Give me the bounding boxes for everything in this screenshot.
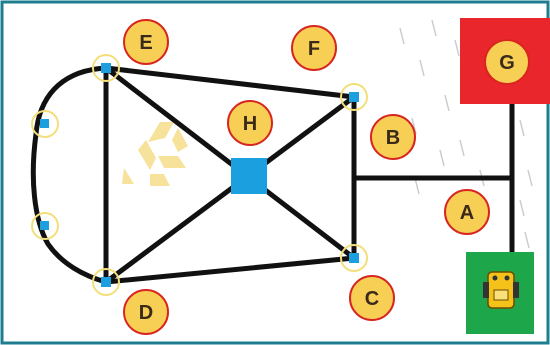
svg-text:B: B: [386, 127, 400, 149]
label-g: G: [484, 39, 530, 85]
node-markers: [40, 63, 359, 287]
start-zone: [466, 252, 534, 334]
label-h: H: [227, 100, 273, 146]
svg-text:A: A: [460, 202, 474, 224]
svg-text:D: D: [139, 302, 153, 324]
label-f: F: [291, 25, 337, 71]
robot-icon: [483, 271, 519, 309]
label-c: C: [349, 275, 395, 321]
label-e: E: [123, 19, 169, 65]
label-a: A: [444, 189, 490, 235]
label-b: B: [370, 114, 416, 160]
svg-text:H: H: [243, 113, 257, 135]
svg-text:G: G: [499, 52, 515, 74]
track-lines: [30, 65, 515, 285]
label-d: D: [123, 289, 169, 335]
center-marker: [231, 158, 267, 194]
svg-text:C: C: [365, 288, 379, 310]
node-rings: [31, 54, 368, 296]
recycle-icon: [122, 122, 188, 186]
left-loop: [30, 65, 109, 285]
svg-text:F: F: [308, 38, 320, 60]
svg-text:E: E: [139, 32, 152, 54]
